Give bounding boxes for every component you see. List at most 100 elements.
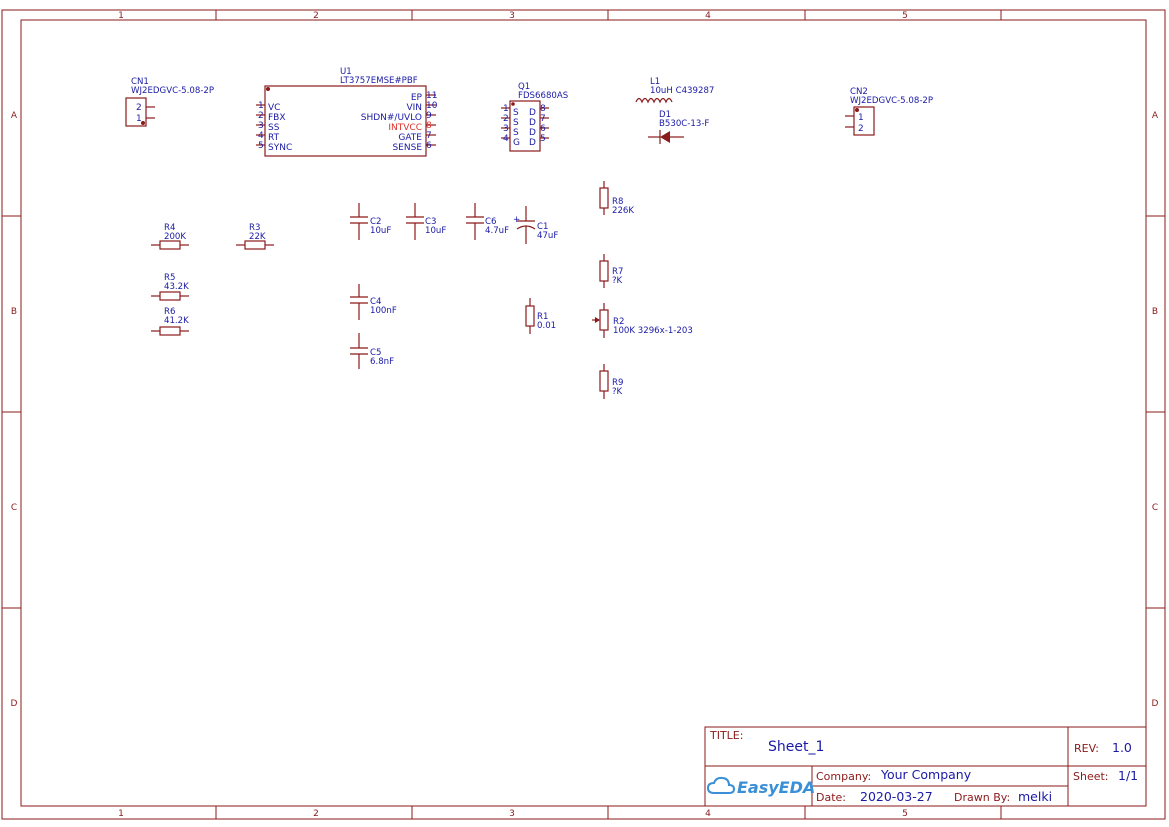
ic-u1[interactable]: U1 LT3757EMSE#PBF 1 2 3 4 5 VC FBX SS RT… bbox=[256, 67, 438, 157]
r6-value: 41.2K bbox=[164, 316, 189, 326]
u1-ref: U1 bbox=[340, 67, 352, 77]
r8-value: 226K bbox=[612, 206, 634, 216]
connector-cn2[interactable]: CN2 WJ2EDGVC-5.08-2P 1 2 bbox=[845, 87, 933, 136]
inductor-coil bbox=[635, 97, 673, 104]
title-label: TITLE: bbox=[709, 729, 743, 742]
u1-pin-num: 6 bbox=[426, 141, 432, 151]
u1-pin-num: 4 bbox=[258, 131, 264, 141]
diode-d1[interactable]: D1 B530C-13-F bbox=[648, 110, 709, 144]
cn1-value: WJ2EDGVC-5.08-2P bbox=[131, 86, 214, 96]
u1-pin-num: 1 bbox=[258, 101, 264, 111]
r5-ref: R5 bbox=[164, 273, 175, 283]
u1-pin-num: 9 bbox=[426, 111, 432, 121]
company-label: Company: bbox=[816, 770, 871, 783]
inner-frame bbox=[20, 19, 1147, 807]
col-label-top: 5 bbox=[902, 11, 908, 21]
u1-pin-name: SYNC bbox=[268, 143, 292, 153]
q1-pin-num: 8 bbox=[540, 104, 546, 114]
mosfet-q1[interactable]: Q1 FDS6680AS 1 2 3 4 S S S G 8 7 6 5 D D… bbox=[501, 82, 568, 152]
row-label-right: C bbox=[1152, 503, 1158, 513]
u1-pin-name: SS bbox=[268, 123, 280, 133]
u1-pin-name: GATE bbox=[398, 133, 422, 143]
logo-text: EasyEDA bbox=[737, 778, 815, 797]
row-label-right: A bbox=[1152, 111, 1159, 121]
outer-frame bbox=[1, 9, 1166, 820]
c1-ref: C1 bbox=[537, 222, 548, 232]
c5-ref: C5 bbox=[370, 348, 381, 358]
drawn-by-label: Drawn By: bbox=[954, 791, 1010, 804]
u1-pin-num: 10 bbox=[426, 101, 438, 111]
q1-pin-num: 2 bbox=[503, 114, 509, 124]
r2-ref: R2 bbox=[613, 317, 624, 327]
c4-value: 100nF bbox=[370, 306, 397, 316]
q1-pin-num: 3 bbox=[503, 124, 509, 134]
col-label-top: 1 bbox=[118, 11, 124, 21]
resistor-r3[interactable]: R3 22K bbox=[236, 223, 274, 250]
r4-ref: R4 bbox=[164, 223, 175, 233]
c3-value: 10uF bbox=[425, 226, 446, 236]
c6-value: 4.7uF bbox=[485, 226, 509, 236]
q1-pin-name: D bbox=[529, 128, 536, 138]
q1-pin-num: 7 bbox=[540, 114, 546, 124]
row-label-right: D bbox=[1152, 699, 1159, 709]
col-label-bottom: 4 bbox=[705, 809, 711, 819]
r7-value: ?K bbox=[612, 276, 623, 286]
capacitor-c5[interactable]: C5 6.8nF bbox=[350, 333, 394, 369]
capacitor-c3[interactable]: C3 10uF bbox=[406, 203, 446, 240]
row-markers: A B C D A B C D bbox=[2, 111, 1165, 709]
u1-pin-num: 2 bbox=[258, 111, 264, 121]
d1-ref: D1 bbox=[659, 110, 671, 120]
r8-ref: R8 bbox=[612, 197, 623, 207]
resistor-r8[interactable]: R8 226K bbox=[599, 181, 634, 216]
r9-ref: R9 bbox=[612, 378, 623, 388]
connector-cn1[interactable]: CN1 WJ2EDGVC-5.08-2P 2 1 bbox=[125, 77, 214, 127]
rev-value: 1.0 bbox=[1112, 740, 1132, 755]
u1-pin-num: 7 bbox=[426, 131, 432, 141]
row-label-right: B bbox=[1152, 307, 1158, 317]
capacitor-c2[interactable]: C2 10uF bbox=[350, 203, 391, 240]
resistor-r1[interactable]: R1 0.01 bbox=[525, 298, 556, 334]
l1-value: 10uH C439287 bbox=[650, 86, 714, 96]
q1-pin-name: G bbox=[513, 138, 520, 148]
q1-pin-name: D bbox=[529, 108, 536, 118]
row-label-left: A bbox=[11, 111, 18, 121]
col-label-bottom: 2 bbox=[313, 809, 319, 819]
r3-ref: R3 bbox=[249, 223, 260, 233]
q1-pin-num: 4 bbox=[503, 134, 509, 144]
capacitor-c4[interactable]: C4 100nF bbox=[350, 284, 397, 320]
resistor-r7[interactable]: R7 ?K bbox=[599, 254, 623, 288]
col-label-top: 3 bbox=[509, 11, 515, 21]
u1-pin-num: 5 bbox=[258, 141, 264, 151]
r7-ref: R7 bbox=[612, 267, 623, 277]
c5-value: 6.8nF bbox=[370, 357, 394, 367]
easyeda-logo: EasyEDA bbox=[706, 776, 815, 797]
sheet-value: 1/1 bbox=[1118, 768, 1138, 783]
resistor-r9[interactable]: R9 ?K bbox=[599, 364, 623, 399]
r6-ref: R6 bbox=[164, 307, 175, 317]
resistor-r5[interactable]: R5 43.2K bbox=[151, 273, 189, 301]
r1-ref: R1 bbox=[537, 312, 548, 322]
resistor-r4[interactable]: R4 200K bbox=[151, 223, 189, 250]
capacitor-c6[interactable]: C6 4.7uF bbox=[466, 203, 509, 240]
u1-pin-name: EP bbox=[411, 93, 423, 103]
inductor-l1[interactable]: L1 10uH C439287 bbox=[635, 77, 714, 104]
q1-pin-num: 6 bbox=[540, 124, 546, 134]
date-value: 2020-03-27 bbox=[860, 789, 933, 804]
q1-pin-name: S bbox=[513, 128, 519, 138]
q1-pin-name: D bbox=[529, 118, 536, 128]
c1-value: 47uF bbox=[537, 231, 558, 241]
c4-ref: C4 bbox=[370, 297, 381, 307]
capacitor-c1[interactable]: + C1 47uF bbox=[513, 206, 558, 244]
u1-pin-name: SHDN#/UVLO bbox=[361, 113, 422, 123]
cn1-pin: 2 bbox=[136, 103, 142, 113]
u1-pin-num: 3 bbox=[258, 121, 264, 131]
r4-value: 200K bbox=[164, 232, 186, 242]
resistor-r6[interactable]: R6 41.2K bbox=[151, 307, 189, 336]
cn2-ref: CN2 bbox=[850, 87, 868, 97]
col-label-top: 4 bbox=[705, 11, 711, 21]
q1-ref: Q1 bbox=[518, 82, 530, 92]
cn2-pin: 1 bbox=[858, 113, 864, 123]
potentiometer-r2[interactable]: R2 100K 3296x-1-203 bbox=[592, 303, 693, 338]
q1-pin-name: D bbox=[529, 138, 536, 148]
